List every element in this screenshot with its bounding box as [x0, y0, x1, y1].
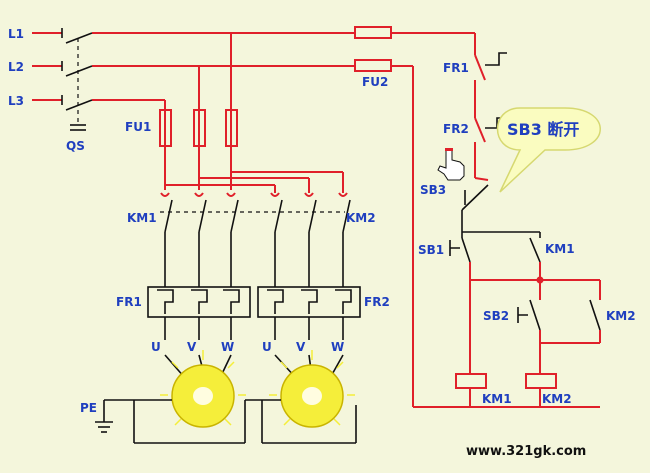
label-v2: V	[296, 340, 306, 354]
power-lines	[32, 32, 355, 110]
label-sb2: SB2	[483, 309, 509, 323]
label-fr1-ctrl: FR1	[443, 61, 469, 75]
label-l2: L2	[8, 60, 24, 74]
callout-bubble	[496, 107, 601, 193]
label-sb3: SB3	[420, 183, 446, 197]
km-main-contacts	[160, 192, 351, 287]
label-km1-aux: KM1	[545, 242, 575, 256]
label-pe: PE	[80, 401, 97, 415]
label-w1: W	[221, 340, 234, 354]
label-u2: U	[262, 340, 272, 354]
label-fu2: FU2	[362, 75, 388, 89]
label-km2-aux: KM2	[606, 309, 636, 323]
label-km1-coil: KM1	[482, 392, 512, 406]
label-km2-main: KM2	[346, 211, 376, 225]
callout-text: SB3 断开	[507, 120, 579, 139]
label-l3: L3	[8, 94, 24, 108]
label-w2: W	[331, 340, 344, 354]
hand-pointer-icon	[437, 148, 465, 181]
label-fu1: FU1	[125, 120, 151, 134]
watermark: www.321gk.com	[466, 444, 586, 459]
label-v1: V	[187, 340, 197, 354]
label-km1-main: KM1	[127, 211, 157, 225]
label-qs: QS	[66, 139, 85, 153]
label-km2-coil: KM2	[542, 392, 572, 406]
fu1-outputs	[164, 152, 344, 193]
label-fr2-main: FR2	[364, 295, 390, 309]
fu1-feeds	[198, 33, 232, 110]
fu2-fuses	[354, 26, 600, 408]
label-u1: U	[151, 340, 161, 354]
pe-ground	[95, 399, 357, 444]
label-l1: L1	[8, 27, 24, 41]
label-sb1: SB1	[418, 243, 444, 257]
control-chain	[449, 33, 601, 407]
fu1-fuses	[159, 105, 238, 152]
label-fr1-main: FR1	[116, 295, 142, 309]
fr-thermal-relays	[147, 286, 361, 340]
motor-icon	[160, 350, 246, 428]
qs-switch	[61, 28, 93, 131]
label-fr2-ctrl: FR2	[443, 122, 469, 136]
motor-icon	[269, 350, 355, 428]
